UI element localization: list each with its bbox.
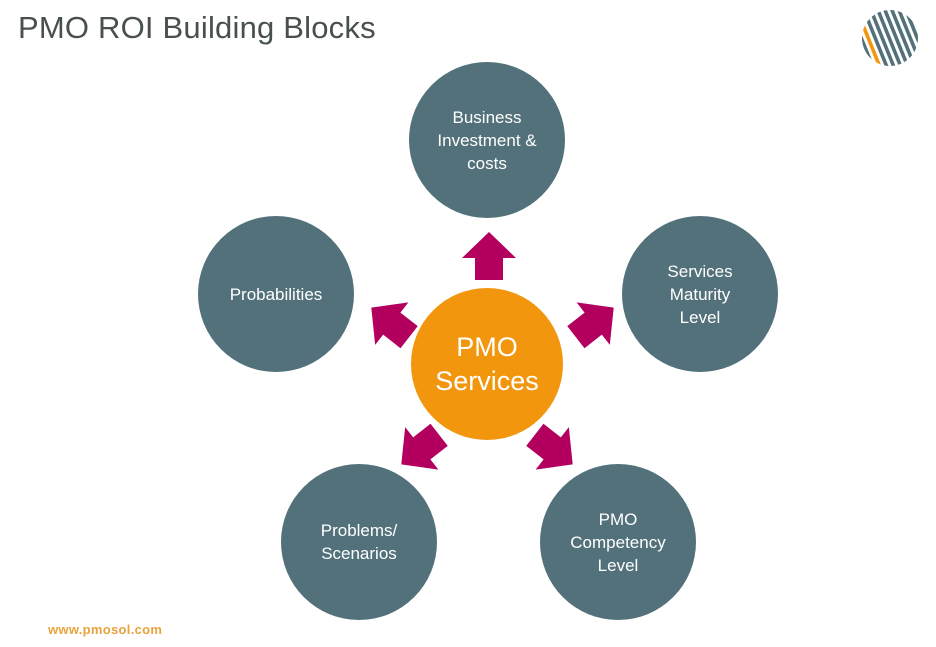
node-services-maturity-level[interactable]: Services Maturity Level xyxy=(622,216,778,372)
arrow-down-right-to-pmo-competency xyxy=(512,408,593,489)
node-label: PMO Competency Level xyxy=(570,509,666,575)
company-logo-icon xyxy=(861,9,919,67)
node-label: Problems/ Scenarios xyxy=(320,521,398,563)
page-title: PMO ROI Building Blocks xyxy=(18,10,376,45)
arrow-up-left-to-probabilities xyxy=(350,282,431,363)
arrow-up-to-business-investment xyxy=(460,228,518,286)
node-label: Probabilities xyxy=(229,284,323,304)
node-label: Business Investment & costs xyxy=(437,107,537,173)
node-probabilities[interactable]: Probabilities xyxy=(198,216,354,372)
arrow-up-right-to-services-maturity xyxy=(553,282,634,363)
hub-label: PMO Services xyxy=(435,332,539,396)
node-pmo-competency-level[interactable]: PMO Competency Level xyxy=(540,464,696,620)
node-label: Services Maturity Level xyxy=(667,261,733,327)
node-problems-scenarios[interactable]: Problems/ Scenarios xyxy=(281,464,437,620)
arrow-down-left-to-problems-scenarios xyxy=(380,408,461,489)
node-pmo-services-hub[interactable]: PMO Services xyxy=(411,288,563,440)
footer-website-url[interactable]: www.pmosol.com xyxy=(48,622,163,637)
node-business-investment-costs[interactable]: Business Investment & costs xyxy=(409,62,565,218)
